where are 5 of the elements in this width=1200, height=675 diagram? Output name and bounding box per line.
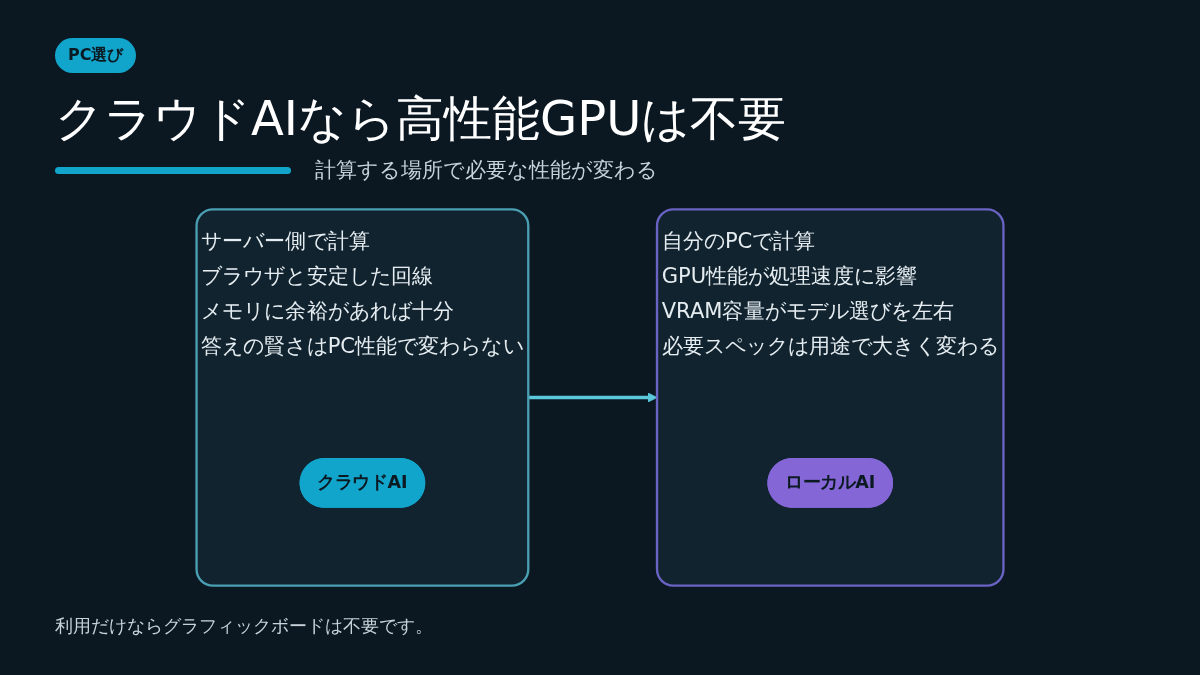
subtitle: 計算する場所で必要な性能が変わる bbox=[315, 157, 658, 184]
topic-tag: PC選び bbox=[55, 38, 137, 73]
arrow bbox=[528, 392, 658, 403]
slide-title: クラウドAIなら高性能GPUは不要 bbox=[55, 90, 787, 148]
caption: 利用だけならグラフィックボードは不要です。 bbox=[55, 614, 433, 638]
